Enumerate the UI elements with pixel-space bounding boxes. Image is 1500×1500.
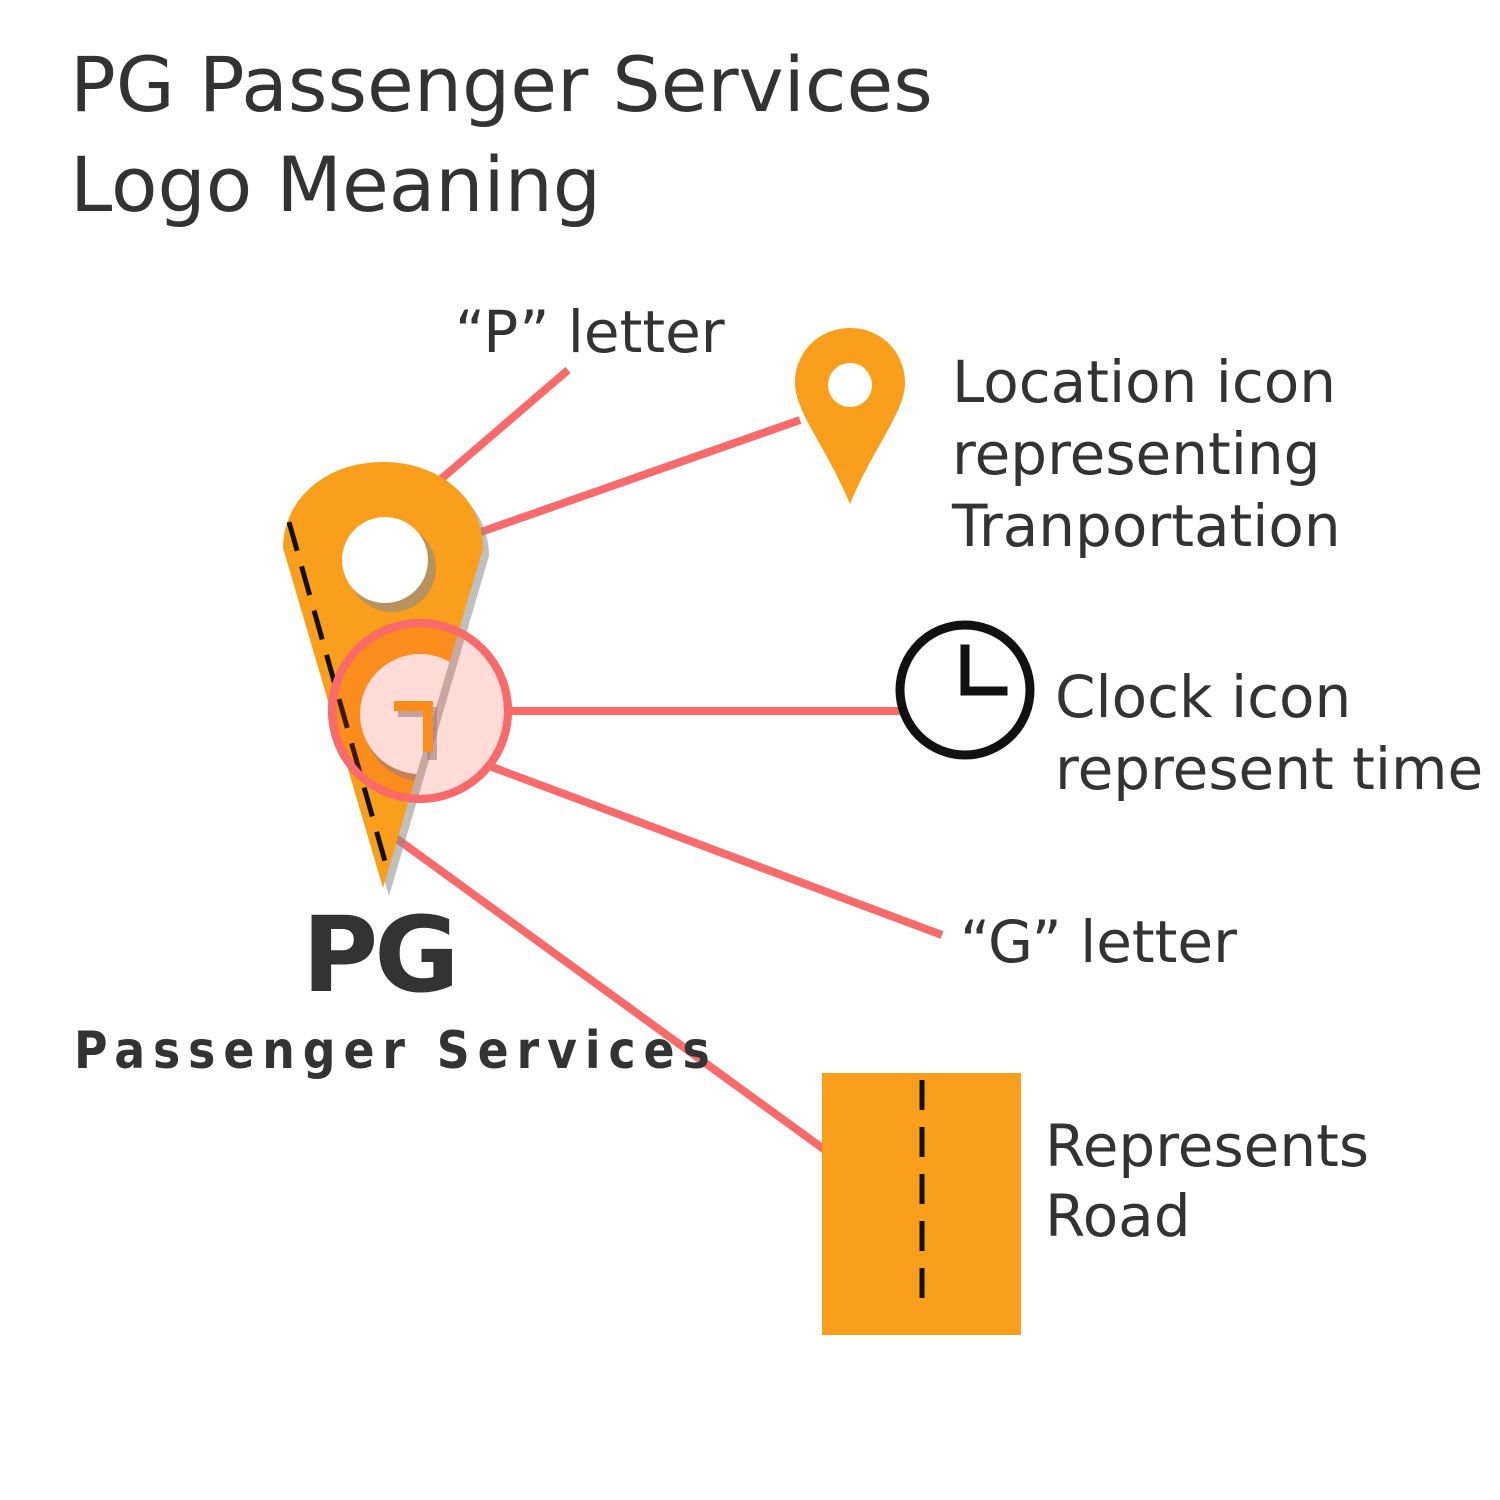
- label-clock-line-2: represent time: [1055, 735, 1484, 803]
- clock-callout-circle: [328, 619, 512, 803]
- label-p-letter: “P” letter: [455, 298, 725, 366]
- callout-lines: [379, 366, 944, 1154]
- callout-line-road: [379, 824, 828, 1154]
- logo-mark: [283, 462, 512, 896]
- pin-hole: [342, 517, 428, 603]
- label-road-line-2: Road: [1045, 1182, 1191, 1250]
- road-icon: [822, 1073, 1021, 1335]
- label-location-line-2: representing: [952, 420, 1321, 488]
- label-location-line-1: Location icon: [952, 348, 1336, 416]
- page-title-line-1: PG Passenger Services: [70, 40, 933, 129]
- g-corner-mark: [394, 701, 433, 752]
- callout-line-p-letter: [437, 366, 571, 484]
- clock-icon: [895, 620, 1035, 760]
- label-clock-line-1: Clock icon: [1055, 663, 1352, 731]
- callout-line-location: [476, 416, 802, 537]
- label-g-letter: “G” letter: [960, 908, 1237, 976]
- page-title-line-2: Logo Meaning: [70, 140, 601, 229]
- callout-line-g-letter: [490, 763, 944, 939]
- location-pin-icon: [795, 328, 905, 504]
- label-road-line-1: Represents: [1045, 1112, 1370, 1180]
- logo-wordmark: PG: [302, 894, 460, 1016]
- pin-road-dashes: [286, 521, 391, 873]
- logo-tagline: Passenger Services: [74, 1021, 718, 1081]
- label-location-line-3: Tranportation: [952, 492, 1341, 560]
